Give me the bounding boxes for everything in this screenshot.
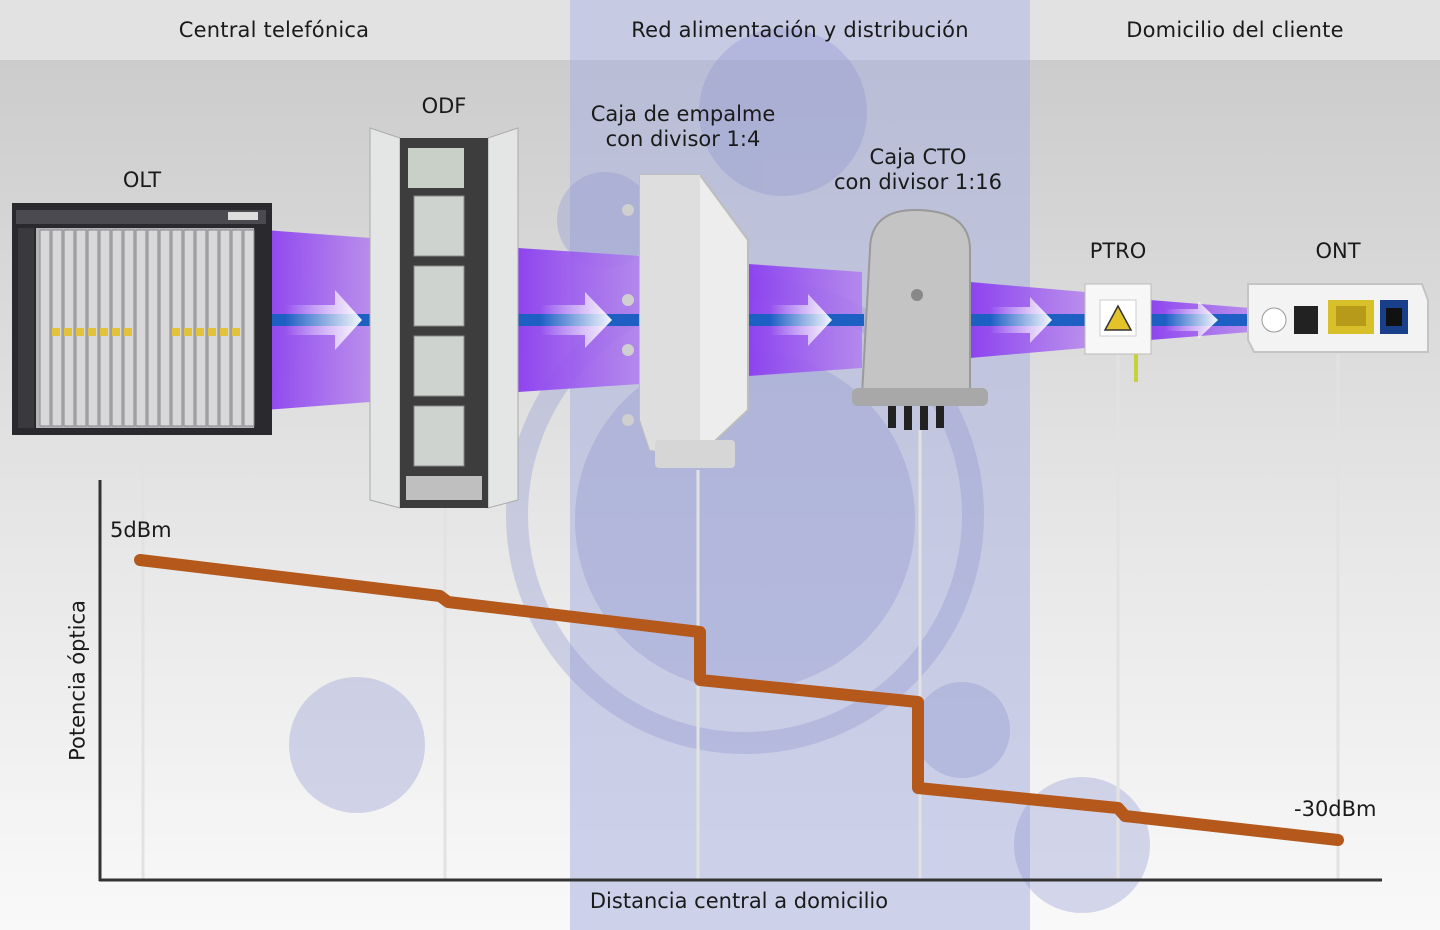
start-power-label: 5dBm	[110, 518, 172, 542]
distribution-zone-header	[570, 0, 1030, 60]
ptro-device	[1084, 283, 1152, 382]
olt-device	[12, 203, 272, 435]
cto-box-label-line2: con divisor 1:16	[833, 170, 1003, 194]
zone-customer-label: Domicilio del cliente	[1126, 18, 1344, 42]
ptro-label: PTRO	[1089, 239, 1147, 263]
ont-device	[1247, 283, 1429, 353]
odf-device	[369, 127, 519, 509]
flow-arrows	[285, 290, 1218, 350]
y-axis-label: Potencia óptica	[65, 600, 90, 761]
cto-box-label-line1: Caja CTO	[869, 145, 967, 169]
zone-central-label: Central telefónica	[178, 18, 370, 42]
cto-box-label: Caja CTO con divisor 1:16	[808, 145, 1028, 195]
olt-label: OLT	[122, 168, 162, 192]
zone-network-label: Red alimentación y distribución	[631, 18, 969, 42]
splice-box-label-line1: Caja de empalme	[590, 102, 776, 126]
splice-box-label-line2: con divisor 1:4	[605, 127, 761, 151]
odf-label: ODF	[421, 94, 467, 118]
power-curve	[134, 554, 1344, 846]
ont-label: ONT	[1315, 239, 1361, 263]
x-axis-label: Distancia central a domicilio	[589, 889, 889, 913]
splice-box-device	[622, 174, 749, 468]
cto-box-device	[852, 208, 988, 430]
end-power-label: -30dBm	[1294, 797, 1377, 821]
splice-box-label: Caja de empalme con divisor 1:4	[573, 102, 793, 152]
distribution-zone-overlay	[570, 0, 1030, 930]
